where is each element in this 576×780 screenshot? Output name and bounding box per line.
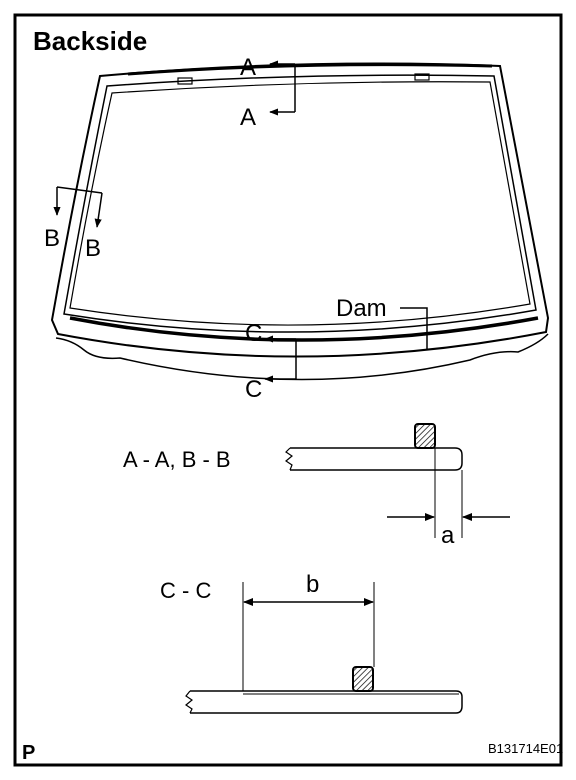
section-cc: C - C b <box>160 571 463 714</box>
figure-code: B131714E01 <box>488 741 563 756</box>
figure-title: Backside <box>33 26 147 56</box>
dam-callout: Dam <box>336 295 428 349</box>
label-a-top: A <box>240 54 256 81</box>
windshield-inner-edge <box>63 74 537 333</box>
dam-line <box>69 316 539 342</box>
glass-edge-aa <box>290 447 463 471</box>
section-cc-title: C - C <box>160 578 211 603</box>
corner-mark: P <box>22 742 35 764</box>
top-clip-right <box>414 73 430 81</box>
break-mark-cc <box>184 690 194 714</box>
section-c-marker: C C <box>245 320 297 403</box>
top-molding <box>127 63 493 76</box>
windshield <box>50 62 550 381</box>
label-c-top: C <box>245 320 262 347</box>
dam-bead-cc <box>352 666 374 692</box>
section-aa-bb: A - A, B - B a <box>123 423 510 549</box>
figure-frame <box>13 13 563 767</box>
arrow-b-right <box>94 192 103 228</box>
section-b-marker: B B <box>44 186 103 262</box>
dam-bead-aa <box>414 423 436 449</box>
glass-edge-cc <box>190 690 463 714</box>
section-a-marker: A A <box>240 54 296 131</box>
label-c-bottom: C <box>245 376 262 403</box>
label-b-left: B <box>44 225 60 252</box>
lower-skirt <box>55 333 549 381</box>
top-clip-left <box>177 77 193 85</box>
label-b-right: B <box>85 235 101 262</box>
dimension-a-label: a <box>441 522 455 549</box>
windshield-inner-line <box>69 81 531 326</box>
section-aa-bb-title: A - A, B - B <box>123 447 231 472</box>
break-mark-aa <box>284 447 294 471</box>
dam-label: Dam <box>336 295 387 322</box>
dimension-b-label: b <box>306 571 319 598</box>
label-a-bottom: A <box>240 104 256 131</box>
